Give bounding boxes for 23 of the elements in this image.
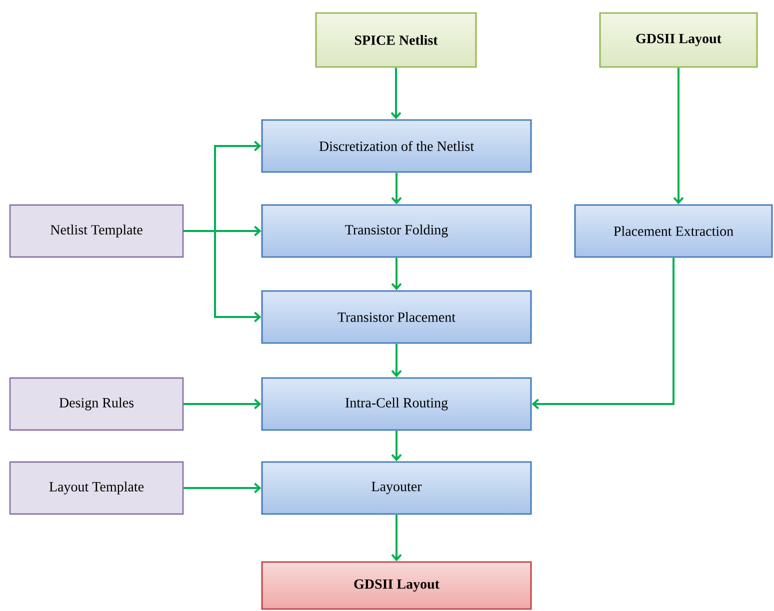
process-box: Transistor Folding (261, 204, 532, 258)
arrow (532, 258, 674, 410)
source-box: SPICE Netlist (315, 12, 477, 68)
input-box: Netlist Template (9, 204, 184, 258)
process-box: Discretization of the Netlist (261, 119, 532, 173)
arrow (391, 344, 402, 378)
arrow (391, 172, 402, 204)
process-box: Transistor Placement (261, 290, 532, 344)
arrow (184, 482, 262, 494)
arrow (390, 68, 402, 120)
arrow (391, 514, 402, 562)
input-box: Layout Template (9, 461, 184, 515)
process-box: Placement Extraction (574, 204, 773, 258)
input-box: Design Rules (9, 377, 184, 431)
process-box: Layouter (261, 461, 532, 515)
arrow (184, 230, 262, 322)
arrow (184, 398, 262, 410)
arrow (391, 430, 402, 462)
output-box: GDSII Layout (261, 561, 532, 610)
arrow (673, 68, 684, 204)
process-box: Intra-Cell Routing (261, 377, 532, 431)
source-box: GDSII Layout (599, 12, 758, 68)
arrow (391, 258, 402, 290)
